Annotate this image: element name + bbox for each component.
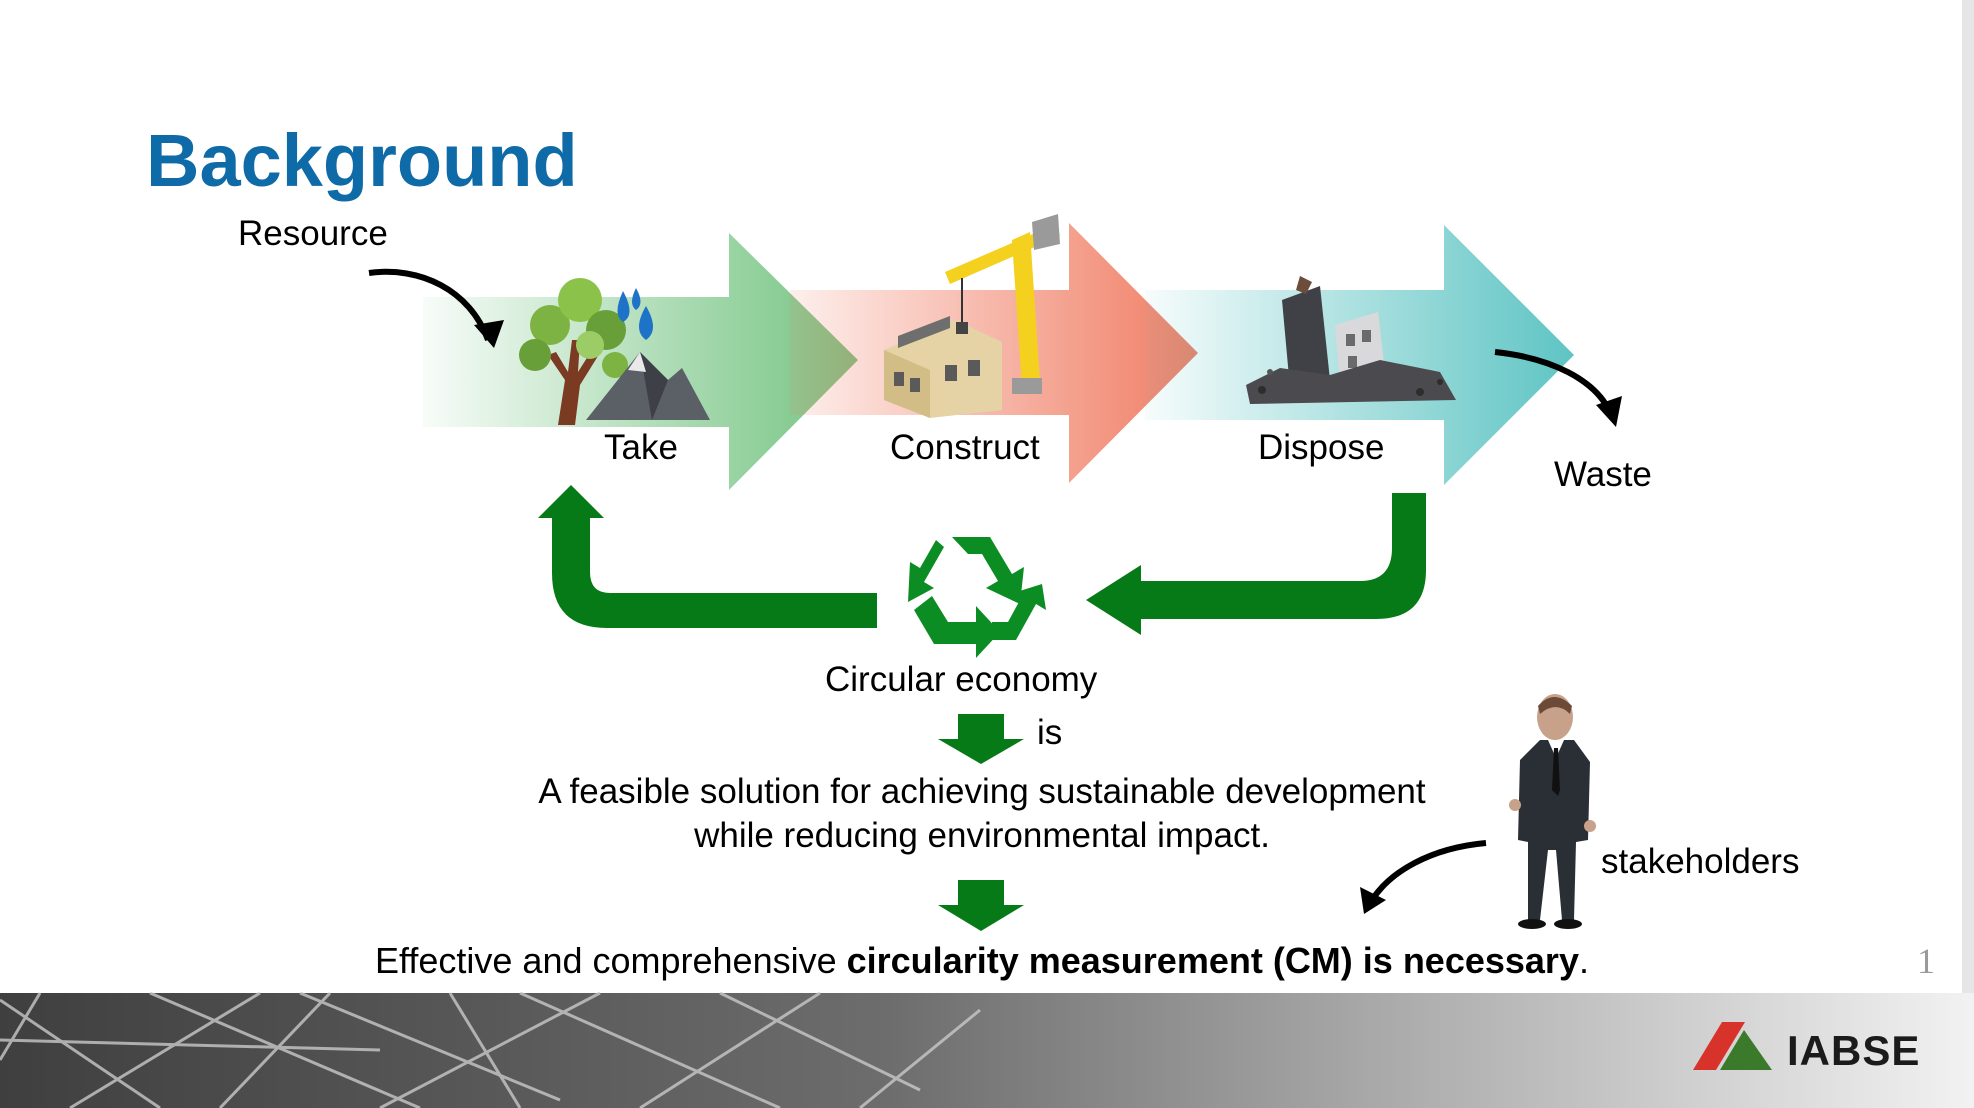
- resource-arrow-head: [474, 320, 504, 348]
- demolished-building-icon: [1246, 276, 1456, 404]
- page-number: 1: [1917, 941, 1935, 981]
- tree-icon: [519, 278, 628, 425]
- slide-right-edge: [1962, 0, 1974, 993]
- footer-band: [0, 991, 1974, 1108]
- conclusion-suffix: .: [1578, 940, 1589, 981]
- take-label: Take: [604, 428, 678, 467]
- logo-mark-red: [1693, 1022, 1745, 1070]
- logo-mark-green: [1720, 1030, 1772, 1070]
- logo-text: IABSE: [1787, 1027, 1921, 1074]
- resource-label: Resource: [238, 214, 388, 253]
- is-label: is: [1037, 713, 1063, 752]
- slide-title: Background: [146, 119, 578, 202]
- solution-statement: A feasible solution for achieving sustai…: [0, 770, 1964, 858]
- businessman-icon: [1509, 694, 1596, 929]
- resource-arrow: [368, 268, 491, 342]
- mountain-icon: [586, 352, 710, 420]
- solution-line-1: A feasible solution for achieving sustai…: [538, 772, 1426, 811]
- stakeholders-label: stakeholders: [1601, 842, 1800, 881]
- building-crane-icon: [884, 214, 1060, 418]
- solution-line-2: while reducing environmental impact.: [694, 816, 1270, 855]
- water-drops-icon: [617, 288, 653, 340]
- waste-arrow: [1494, 349, 1613, 414]
- conclusion-statement: Effective and comprehensive circularity …: [0, 940, 1964, 982]
- down-arrow-2: [938, 880, 1024, 931]
- conclusion-prefix: Effective and comprehensive: [375, 940, 847, 981]
- waste-arrow-head: [1596, 396, 1622, 427]
- circular-economy-label: Circular economy: [825, 660, 1098, 699]
- construct-label: Construct: [890, 428, 1040, 467]
- conclusion-bold: circularity measurement (CM) is necessar…: [846, 940, 1579, 981]
- stakeholder-arrow-head: [1360, 887, 1386, 914]
- stakeholder-arrow: [1369, 840, 1487, 902]
- down-arrow-1: [938, 714, 1024, 764]
- dispose-label: Dispose: [1258, 428, 1385, 467]
- waste-label: Waste: [1554, 455, 1652, 494]
- recycle-icon: [908, 537, 1046, 658]
- loop-arrow-right: [1086, 493, 1426, 635]
- loop-arrow-left: [538, 485, 877, 628]
